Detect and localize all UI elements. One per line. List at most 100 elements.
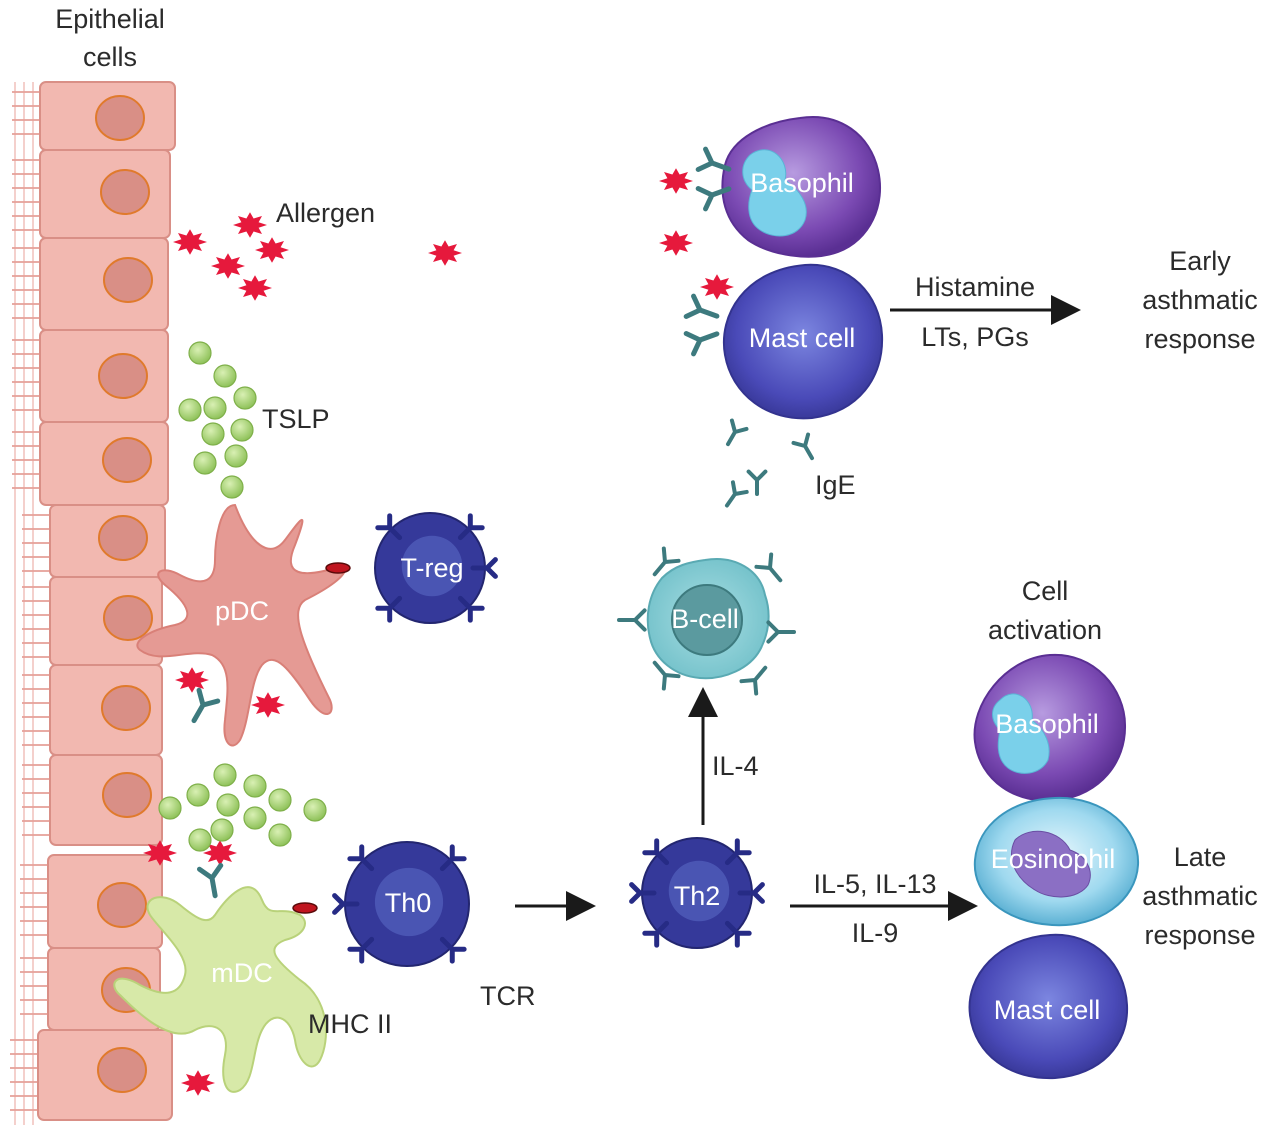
tslp-particle bbox=[268, 788, 292, 812]
tcell-nucleus bbox=[401, 535, 463, 597]
cell-activation-line1: Cell bbox=[1022, 576, 1069, 606]
antibody bbox=[726, 418, 749, 447]
antibody bbox=[642, 838, 670, 866]
early-label-line1: Early bbox=[1169, 246, 1231, 276]
epithelial-nucleus bbox=[98, 515, 148, 561]
antibody-shape bbox=[652, 660, 681, 691]
epithelial-nucleus bbox=[102, 772, 152, 818]
epithelial-nucleus bbox=[103, 257, 153, 303]
antibody-shape bbox=[746, 469, 768, 496]
allergen-particle bbox=[203, 840, 237, 866]
allergen-particle bbox=[255, 237, 289, 263]
treg-label: T-reg bbox=[400, 553, 463, 583]
epithelial-nucleus bbox=[100, 169, 150, 215]
antibody-pdc bbox=[191, 687, 221, 724]
antibody bbox=[347, 844, 375, 872]
epithelial-label-line1: Epithelial bbox=[55, 4, 165, 34]
antibody-shape bbox=[724, 480, 749, 508]
antibody bbox=[617, 608, 647, 632]
tslp-particle bbox=[303, 798, 327, 822]
tslp-particle bbox=[224, 444, 248, 468]
antibody-shape bbox=[439, 936, 467, 964]
antibody bbox=[724, 920, 752, 948]
antibody bbox=[457, 513, 485, 541]
antibody bbox=[629, 882, 657, 904]
bcell bbox=[617, 546, 796, 696]
tcr-label: TCR bbox=[480, 981, 536, 1011]
antibody bbox=[683, 293, 720, 319]
tslp-particle bbox=[233, 386, 257, 410]
tslp-particle bbox=[243, 774, 267, 798]
epithelial-label-line2: cells bbox=[83, 42, 137, 72]
antibody-shape bbox=[754, 552, 783, 583]
th2-cell bbox=[629, 837, 765, 949]
antibody bbox=[457, 595, 485, 623]
antibody bbox=[739, 665, 768, 696]
antibody-shape bbox=[439, 844, 467, 872]
tslp-particle bbox=[178, 398, 202, 422]
antibody-shape bbox=[196, 862, 224, 899]
mdc-label: mDC bbox=[211, 958, 273, 988]
antibody-shape bbox=[683, 293, 720, 319]
tslp-particle bbox=[243, 806, 267, 830]
antibody-shape bbox=[629, 882, 657, 904]
antibody bbox=[695, 186, 732, 212]
allergen-particle bbox=[238, 275, 272, 301]
antibody-shape bbox=[617, 608, 647, 632]
epithelium bbox=[10, 81, 176, 1125]
allergen-particle bbox=[143, 840, 177, 866]
antibody bbox=[439, 844, 467, 872]
mdc-cell: mDC bbox=[113, 886, 327, 1093]
mast-bottom-label: Mast cell bbox=[994, 995, 1101, 1025]
early-label-line3: response bbox=[1144, 324, 1255, 354]
antibody-shape bbox=[739, 665, 768, 696]
antibody-shape bbox=[457, 513, 485, 541]
eosinophil-label: Eosinophil bbox=[991, 844, 1116, 874]
tslp-particle bbox=[268, 823, 292, 847]
antibodies-top bbox=[683, 146, 732, 357]
antibody bbox=[470, 557, 498, 579]
tcell-nucleus bbox=[374, 867, 444, 937]
pdc-label: pDC bbox=[215, 596, 269, 626]
allergen-particle bbox=[233, 212, 267, 238]
pdc-cell: pDC bbox=[136, 503, 351, 747]
mast-bottom bbox=[968, 933, 1129, 1080]
tslp-particle bbox=[201, 422, 225, 446]
antibody-shape bbox=[457, 595, 485, 623]
antibody bbox=[766, 620, 796, 644]
tcell-nucleus bbox=[668, 860, 730, 922]
mhc-label: MHC II bbox=[308, 1009, 392, 1039]
basophil-top-label: Basophil bbox=[750, 168, 854, 198]
treg-cell bbox=[374, 512, 498, 624]
allergen-particle bbox=[211, 253, 245, 279]
antibody-shape bbox=[726, 418, 749, 447]
tslp-particle bbox=[193, 451, 217, 475]
late-label-line1: Late bbox=[1174, 842, 1227, 872]
allergen-label: Allergen bbox=[276, 198, 375, 228]
th2-label: Th2 bbox=[674, 881, 721, 911]
il4-label: IL-4 bbox=[712, 751, 759, 781]
tslp-particle bbox=[186, 783, 210, 807]
allergen-particle bbox=[181, 1070, 215, 1096]
antibody bbox=[652, 660, 681, 691]
mast-top bbox=[722, 263, 884, 420]
antibody bbox=[652, 546, 681, 577]
antibody bbox=[375, 595, 403, 623]
antibody-shape bbox=[695, 146, 732, 172]
antibody bbox=[347, 936, 375, 964]
basophil-top bbox=[721, 116, 882, 258]
late-label-line2: asthmatic bbox=[1142, 881, 1258, 911]
antibody-shape bbox=[347, 844, 375, 872]
antibody bbox=[439, 936, 467, 964]
lts-pgs-label: LTs, PGs bbox=[921, 322, 1029, 352]
tslp-particle bbox=[188, 341, 212, 365]
tslp-particle bbox=[220, 475, 244, 499]
antibody bbox=[737, 882, 765, 904]
antibody bbox=[375, 513, 403, 541]
allergen-particle bbox=[700, 274, 734, 300]
antibody bbox=[683, 331, 720, 357]
tslp-particle bbox=[210, 818, 234, 842]
epithelial-nucleus bbox=[101, 685, 151, 731]
antibody bbox=[196, 862, 224, 899]
